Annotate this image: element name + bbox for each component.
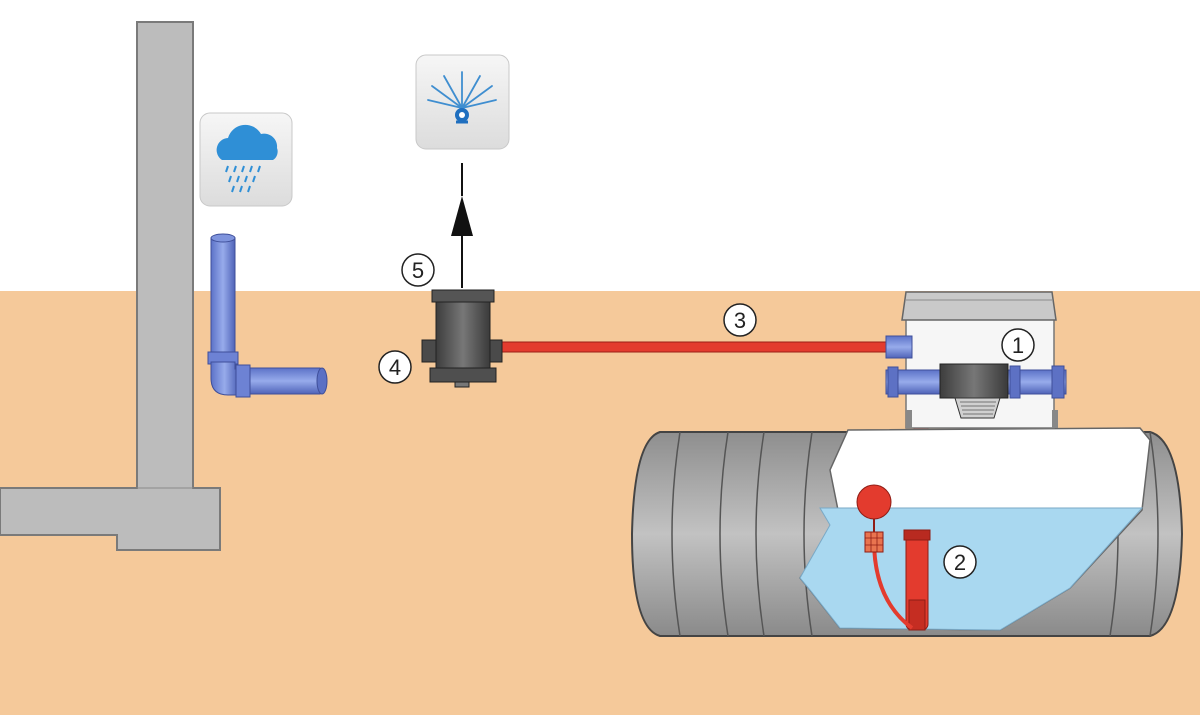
callout-1: 1 [1001, 328, 1035, 362]
downpipe [207, 233, 328, 398]
callout-4-label: 4 [389, 355, 401, 380]
callout-5-label: 5 [412, 258, 424, 283]
callout-1-label: 1 [1012, 333, 1024, 358]
callout-5: 5 [401, 253, 435, 287]
callout-4: 4 [378, 350, 412, 384]
submersible-pump [856, 484, 931, 631]
callout-3-label: 3 [734, 308, 746, 333]
ground-filter [421, 289, 503, 388]
flow-arrow-up [451, 163, 473, 288]
rain-cloud-icon [199, 112, 293, 207]
riser-pipes [885, 335, 1067, 419]
sprinkler-icon [415, 54, 510, 150]
callout-3: 3 [723, 303, 757, 337]
callout-2-label: 2 [954, 550, 966, 575]
building-wall [0, 21, 221, 551]
callout-2: 2 [943, 545, 977, 579]
